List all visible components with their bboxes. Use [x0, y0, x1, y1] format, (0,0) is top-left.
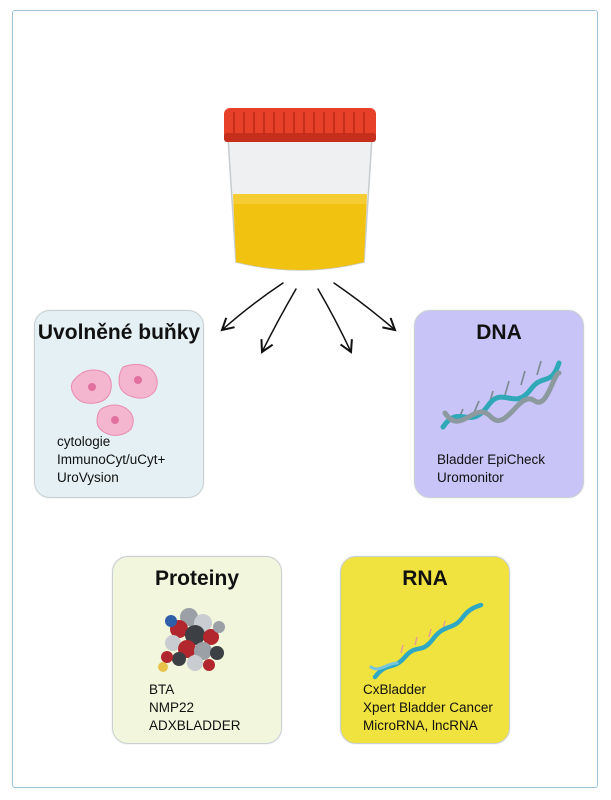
dna-item: Bladder EpiCheck — [437, 452, 546, 467]
arrow-to-rna — [317, 288, 353, 354]
card-title-cells: Uvolněné buňky — [37, 321, 201, 344]
dna-item: Uromonitor — [437, 470, 504, 485]
cells-item: cytologie — [57, 434, 111, 449]
rna-item: MicroRNA, lncRNA — [363, 718, 478, 733]
proteins-item: BTA — [149, 682, 175, 697]
rna-item: Xpert Bladder Cancer — [363, 700, 493, 715]
card-title-dna: DNA — [476, 321, 522, 344]
proteins-item: NMP22 — [149, 700, 195, 715]
arrow-to-cells — [220, 282, 284, 332]
urine-specimen-cup-icon — [224, 108, 376, 271]
card-dna: DNA Bladder EpiCheck Uromonitor — [414, 310, 584, 498]
cells-item: ImmunoCyt/uCyt+ — [57, 452, 166, 467]
arrow-to-dna — [333, 282, 397, 332]
card-released-cells: Uvolněné buňky cytologie ImmunoCyt/uCyt+… — [34, 310, 204, 498]
cells-item: UroVysion — [57, 470, 119, 485]
dna-helix-icon — [440, 360, 562, 430]
proteins-item: ADXBLADDER — [149, 718, 241, 733]
card-title-rna: RNA — [402, 567, 448, 590]
card-proteins: Proteiny BTA NMP22 ADXBLADDER — [112, 556, 282, 744]
rna-strand-icon — [369, 602, 484, 680]
protein-molecule-icon — [158, 608, 225, 672]
rna-item: CxBladder — [363, 682, 427, 697]
card-rna: RNA CxBladder Xpert Bladder Cancer Micro… — [340, 556, 510, 744]
cells-icon — [70, 363, 158, 436]
card-title-proteins: Proteiny — [154, 567, 240, 590]
arrow-to-proteins — [260, 288, 297, 354]
